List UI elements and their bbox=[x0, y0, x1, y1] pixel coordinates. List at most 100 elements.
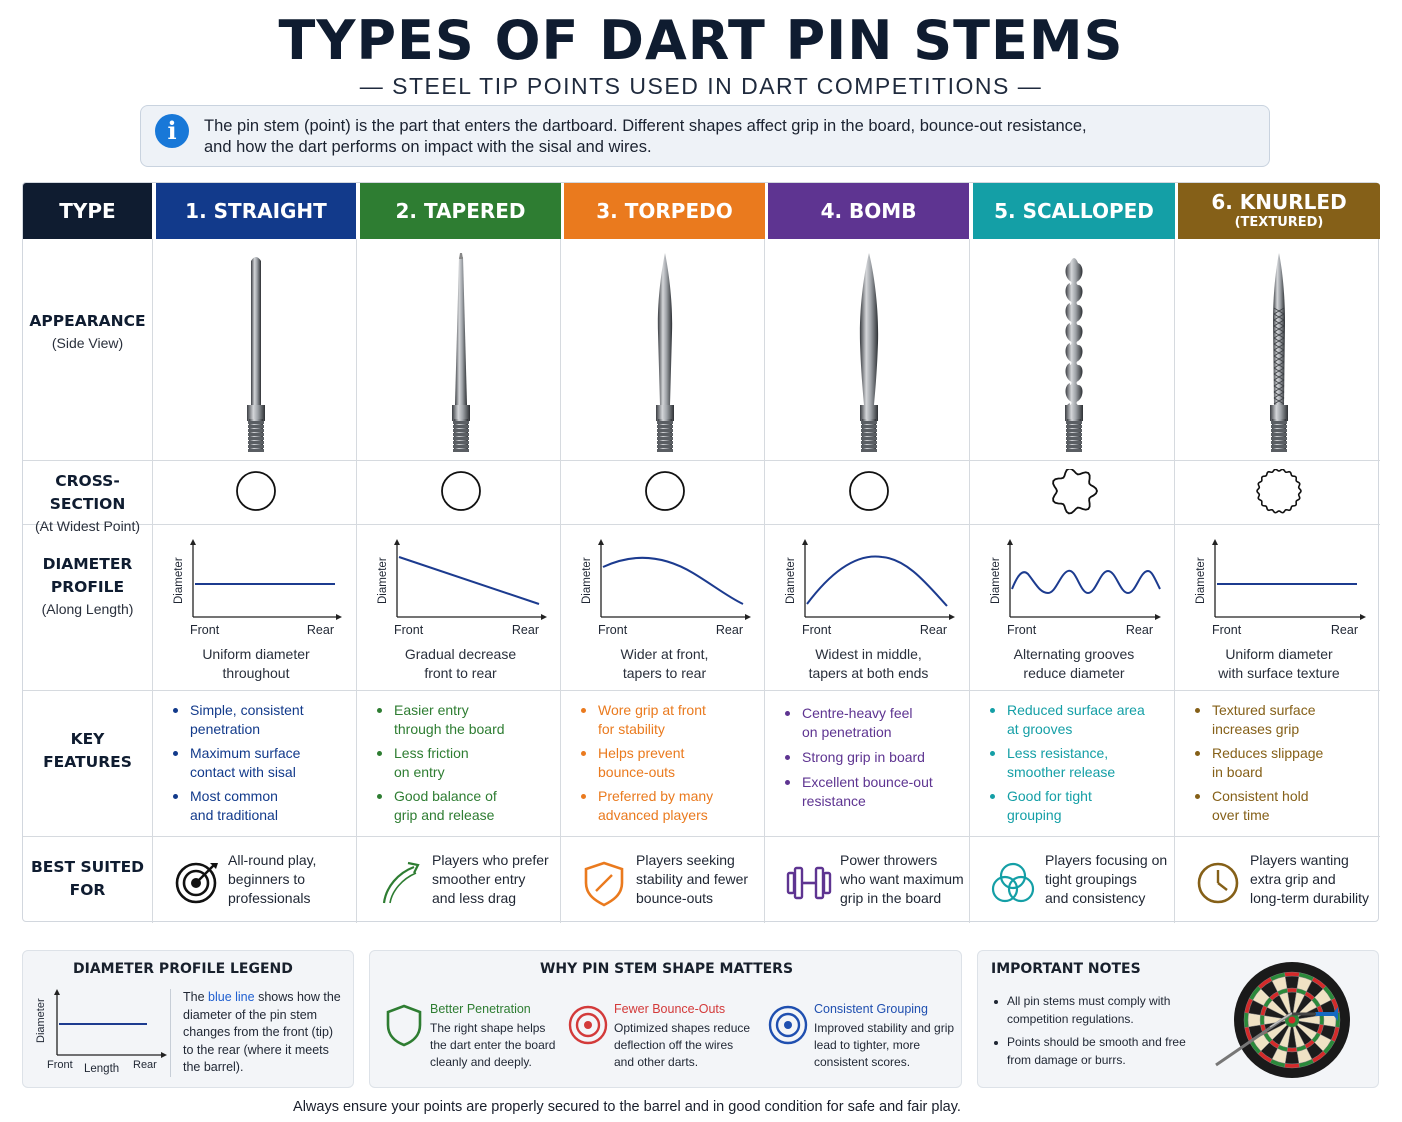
type-name: 4. BOMB bbox=[820, 198, 917, 223]
type-header: TYPE bbox=[23, 183, 152, 239]
why-item-line: Improved stability and grip bbox=[814, 1021, 955, 1035]
feature-line: grip and release bbox=[394, 807, 495, 823]
intro-text: The pin stem (point) is the part that en… bbox=[204, 116, 1254, 158]
profile-rear-label: Rear bbox=[511, 623, 539, 637]
why-item-line: and other darts. bbox=[614, 1055, 699, 1069]
profile-y-label: Diameter bbox=[785, 557, 797, 604]
best-line: All-round play, bbox=[228, 852, 317, 868]
feature-line: at grooves bbox=[1007, 721, 1073, 737]
caption-line: Widest in middle, bbox=[815, 646, 922, 662]
info-icon: i bbox=[155, 114, 189, 148]
feature-line: Easier entry bbox=[394, 702, 469, 718]
profile-rear-label: Rear bbox=[919, 623, 947, 637]
pin-illustration-knurled bbox=[1178, 249, 1380, 454]
row-label-main: BEST SUITED bbox=[30, 858, 145, 876]
best-line: who want maximum bbox=[840, 871, 964, 887]
feature-line: Helps prevent bbox=[598, 745, 685, 761]
cross-section-torpedo bbox=[564, 469, 765, 513]
profile-y-label: Diameter bbox=[581, 557, 593, 604]
intro-line-1: The pin stem (point) is the part that en… bbox=[204, 117, 1087, 135]
why-title: WHY PIN STEM SHAPE MATTERS bbox=[539, 961, 794, 977]
target-icon bbox=[174, 859, 222, 907]
type-header-bomb: 4. BOMB bbox=[768, 183, 969, 239]
note-item: Points should be smooth and free from dam… bbox=[992, 1034, 1212, 1069]
feature-line: Consistent hold bbox=[1212, 788, 1309, 804]
feature-line: Textured surface bbox=[1212, 702, 1316, 718]
legend-profile-chart bbox=[54, 989, 167, 1058]
feature-line: Maximum surface bbox=[190, 745, 301, 761]
feature-line: Strong grip in board bbox=[802, 749, 925, 765]
why-item-title: Better Penetration bbox=[430, 1002, 531, 1016]
feature-line: increases grip bbox=[1212, 721, 1300, 737]
feature-line: on entry bbox=[394, 764, 445, 780]
legend-line: to the rear (where it meets bbox=[183, 1042, 329, 1057]
feature-line: for stability bbox=[598, 721, 665, 737]
profile-y-label: Diameter bbox=[990, 557, 1002, 604]
feature-item: Less resistance,smoother release bbox=[985, 744, 1171, 782]
notes-panel: IMPORTANT NOTES All pin stems must compl… bbox=[977, 950, 1379, 1088]
feature-line: through the board bbox=[394, 721, 505, 737]
comparison-table: TYPE APPEARANCE (Side View) CROSS-SECTIO… bbox=[22, 182, 1380, 923]
row-label-key-features: KEY FEATURES bbox=[23, 728, 152, 774]
best-line: tight groupings bbox=[1045, 871, 1137, 887]
profile-y-label: Diameter bbox=[377, 557, 389, 604]
pin-illustration-bomb bbox=[768, 249, 969, 454]
feature-line: Preferred by many bbox=[598, 788, 714, 804]
legend-t1: The bbox=[183, 990, 209, 1004]
note-line: Points should be smooth and free bbox=[1007, 1035, 1186, 1049]
row-label-best-suited: BEST SUITED FOR bbox=[23, 856, 152, 902]
type-name: 5. SCALLOPED bbox=[994, 198, 1154, 223]
page-subtitle: — STEEL TIP POINTS USED IN DART COMPETIT… bbox=[359, 73, 1043, 99]
caption-line: reduce diameter bbox=[1023, 665, 1125, 681]
row-label-sub: (Side View) bbox=[51, 335, 124, 351]
feature-line: Wore grip at front bbox=[598, 702, 706, 718]
profile-front-label: Front bbox=[190, 623, 220, 637]
type-name: 3. TORPEDO bbox=[596, 198, 733, 223]
dumbbell-icon bbox=[786, 859, 834, 907]
row-label-sub: (At Widest Point) bbox=[34, 518, 141, 534]
pin-illustration-straight bbox=[156, 249, 356, 454]
legend-line: diameter of the pin stem bbox=[183, 1007, 318, 1022]
note-line: from damage or burrs. bbox=[1007, 1052, 1126, 1067]
why-item-line: cleanly and deeply. bbox=[430, 1055, 532, 1069]
cross-section-tapered bbox=[360, 469, 561, 513]
feature-item: Strong grip in board bbox=[780, 748, 965, 767]
why-item-line: The right shape helps bbox=[430, 1021, 546, 1035]
feature-line: grouping bbox=[1007, 807, 1062, 823]
type-name: 1. STRAIGHT bbox=[185, 198, 327, 223]
caption-line: Gradual decrease bbox=[404, 646, 517, 662]
best-line: and consistency bbox=[1045, 890, 1146, 906]
feature-line: advanced players bbox=[598, 807, 708, 823]
profile-front-label: Front bbox=[1212, 623, 1242, 637]
legend-title: DIAMETER PROFILE LEGEND bbox=[73, 961, 293, 977]
feature-line: Reduces slippage bbox=[1212, 745, 1324, 761]
profile-line bbox=[1011, 569, 1161, 595]
target-icon bbox=[568, 1003, 608, 1047]
legend-line: changes from the front (tip) bbox=[183, 1025, 334, 1039]
why-item-line: consistent scores. bbox=[814, 1055, 911, 1069]
footer-note: Always ensure your points are properly s… bbox=[293, 1099, 961, 1115]
row-label-cross-section: CROSS-SECTION (At Widest Point) bbox=[23, 470, 152, 536]
cross-section-scalloped bbox=[973, 469, 1175, 515]
shield-icon bbox=[582, 859, 630, 907]
profile-front-label: Front bbox=[394, 623, 424, 637]
profile-y-label: Diameter bbox=[173, 557, 185, 604]
legend-panel: DIAMETER PROFILE LEGEND Diameter Front L… bbox=[22, 950, 354, 1088]
best-line: Players wanting bbox=[1250, 852, 1349, 868]
profile-line bbox=[398, 556, 540, 605]
type-header-knurled: 6. KNURLED(TEXTURED) bbox=[1178, 183, 1380, 239]
row-label-main: APPEARANCE bbox=[29, 312, 146, 330]
